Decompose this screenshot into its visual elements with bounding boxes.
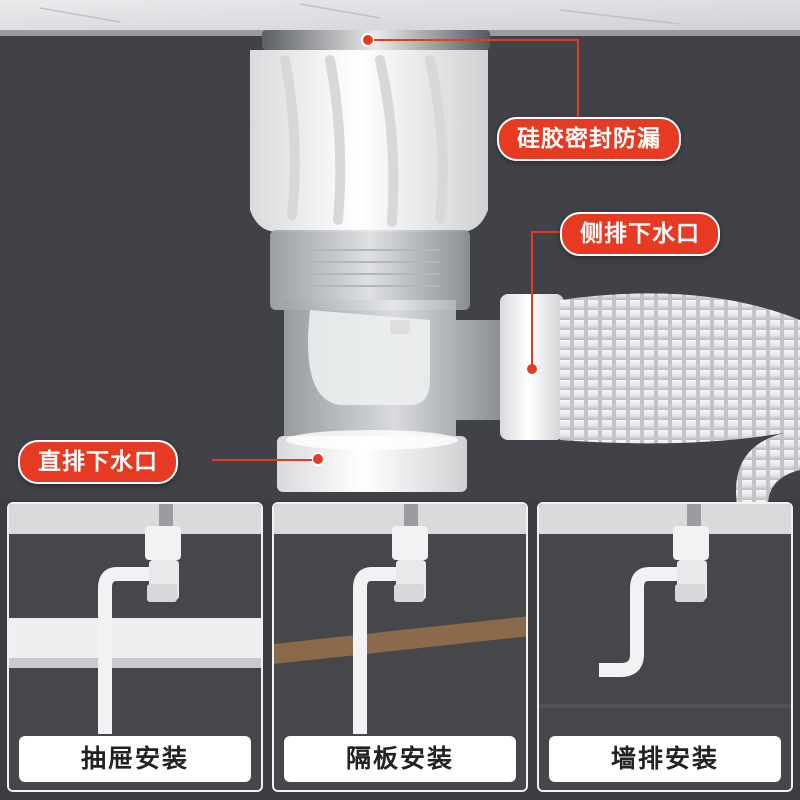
callout-silicone-seal: 硅胶密封防漏 (497, 117, 681, 161)
install-label-drawer: 抽屉安装 (19, 736, 251, 782)
install-panel-shelf: 隔板安装 (272, 502, 528, 792)
callout-side-outlet: 侧排下水口 (560, 212, 720, 256)
install-panel-drawer: 抽屉安装 (7, 502, 263, 792)
install-panel-wall: 墙排安装 (537, 502, 793, 792)
callout-direct-outlet: 直排下水口 (18, 440, 178, 484)
install-label-shelf: 隔板安装 (284, 736, 516, 782)
install-label-wall: 墙排安装 (549, 736, 781, 782)
